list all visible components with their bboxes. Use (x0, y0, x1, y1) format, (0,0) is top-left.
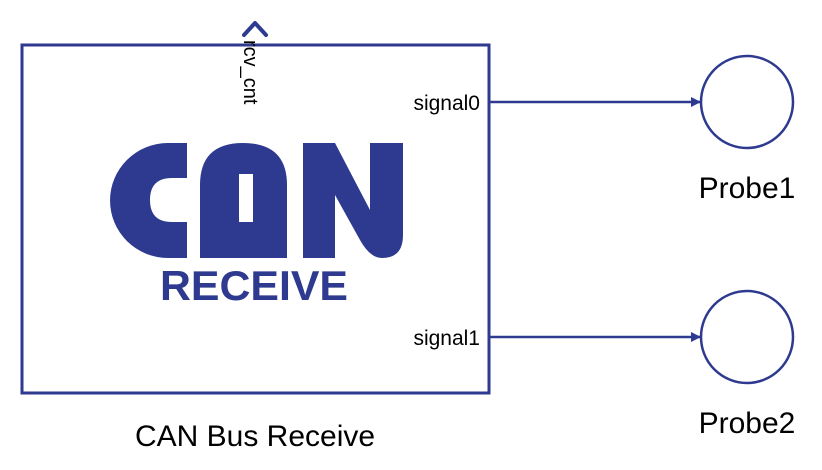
probe2-label[interactable]: Probe2 (699, 407, 796, 440)
top-port-label: rcv_cnt (239, 40, 261, 105)
logo-letter-c (110, 143, 187, 258)
block-name-label[interactable]: CAN Bus Receive (135, 420, 375, 453)
probe-circle-icon (699, 289, 795, 385)
logo-receive-text: RECEIVE (160, 262, 348, 309)
probe2-block[interactable] (699, 289, 795, 385)
top-port-chevron-icon[interactable] (242, 21, 268, 37)
probe1-label[interactable]: Probe1 (699, 172, 796, 205)
logo-letter-n (303, 143, 403, 258)
probe1-block[interactable] (699, 54, 795, 150)
can-bus-receive-block[interactable]: rcv_cnt RECEIVE signal0 signal1 (20, 21, 491, 395)
output-port-label-signal1: signal1 (413, 327, 480, 350)
probe-circle-icon (699, 54, 795, 150)
output-port-label-signal0: signal0 (413, 92, 480, 115)
can-logo-graphic (110, 143, 403, 258)
logo-letter-a (200, 143, 287, 258)
